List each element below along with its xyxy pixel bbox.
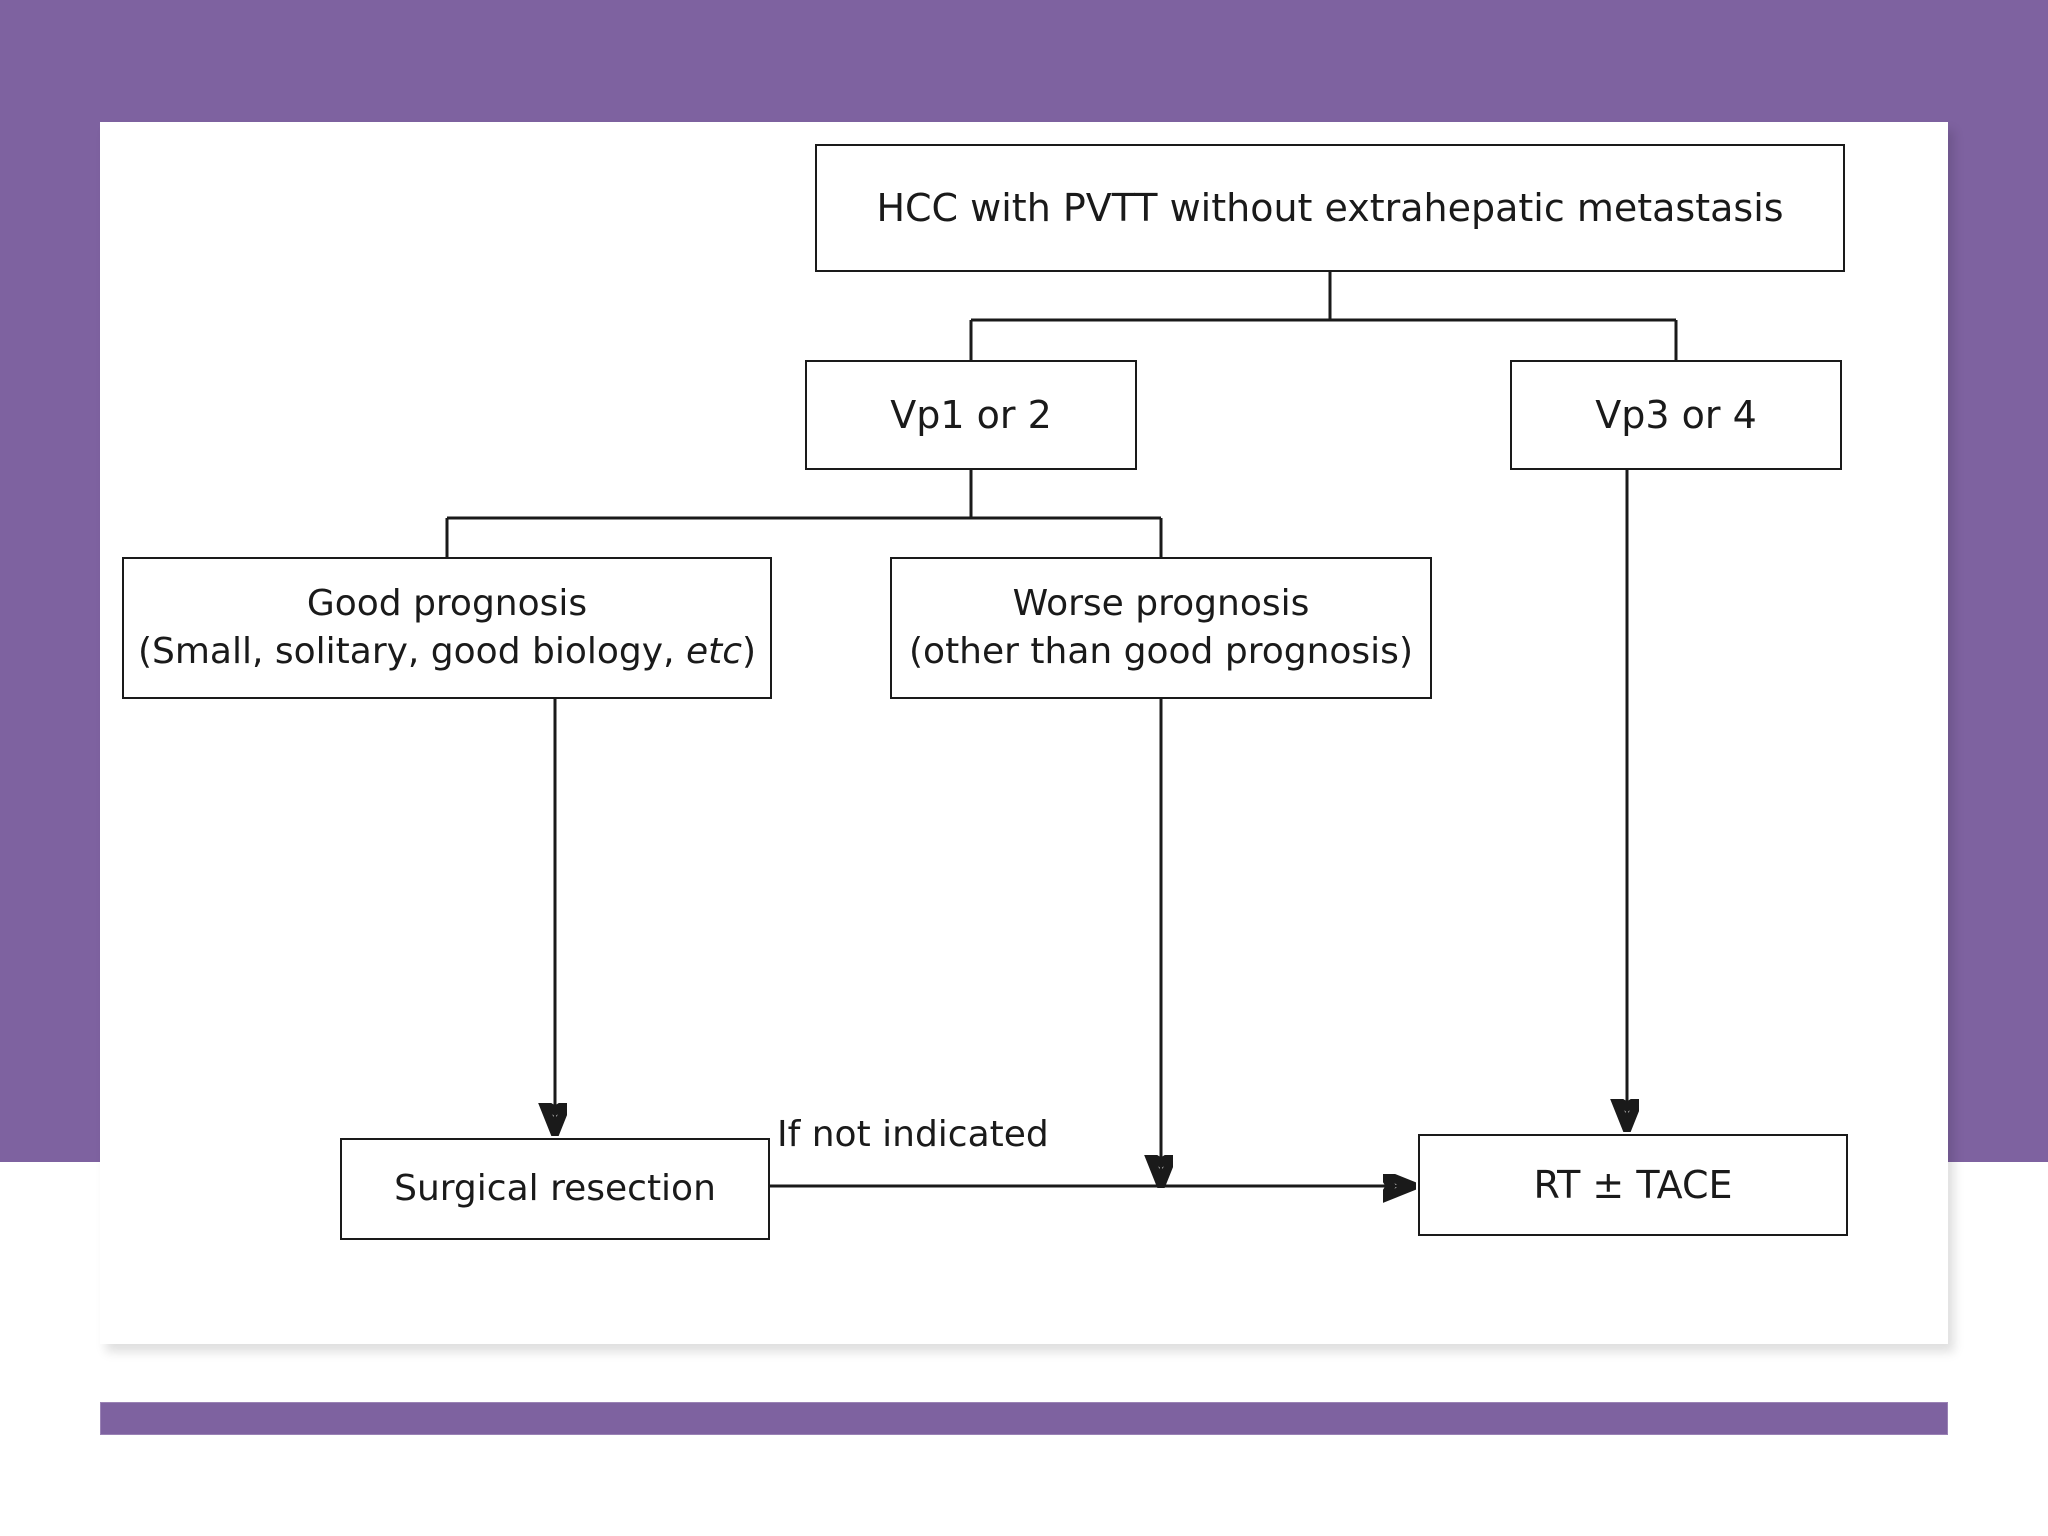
node-good-prognosis[interactable]: Good prognosis (Small, solitary, good bi… xyxy=(122,557,772,699)
flowchart-connectors xyxy=(445,272,1678,1344)
node-worse-prognosis-line1: Worse prognosis xyxy=(1012,582,1310,624)
node-surgical-resection-label: Surgical resection xyxy=(394,1167,716,1209)
node-rt-tace-label: RT ± TACE xyxy=(1533,1162,1733,1207)
good-prognosis-line2-italic: etc xyxy=(685,631,743,672)
node-worse-prognosis[interactable]: Worse prognosis (other than good prognos… xyxy=(890,557,1432,699)
flowchart: HCC with PVTT without extrahepatic metas… xyxy=(100,122,1948,1344)
node-hcc-pvtt-label: HCC with PVTT without extrahepatic metas… xyxy=(876,185,1784,230)
node-vp1-or-2-label: Vp1 or 2 xyxy=(890,392,1052,437)
good-prognosis-line2-prefix: (Small, solitary, good biology, xyxy=(137,631,686,672)
edge-label-if-not-indicated: If not indicated xyxy=(777,1114,1049,1155)
node-vp1-or-2[interactable]: Vp1 or 2 xyxy=(805,360,1137,470)
node-good-prognosis-line2: (Small, solitary, good biology, etc) xyxy=(138,628,756,676)
node-vp3-or-4-label: Vp3 or 4 xyxy=(1595,392,1757,437)
node-hcc-pvtt[interactable]: HCC with PVTT without extrahepatic metas… xyxy=(815,144,1845,272)
node-rt-tace[interactable]: RT ± TACE xyxy=(1418,1134,1848,1236)
node-vp3-or-4[interactable]: Vp3 or 4 xyxy=(1510,360,1842,470)
node-worse-prognosis-line2: (other than good prognosis) xyxy=(909,631,1413,672)
good-prognosis-line2-suffix: ) xyxy=(742,631,757,672)
node-surgical-resection[interactable]: Surgical resection xyxy=(340,1138,770,1240)
node-good-prognosis-line1: Good prognosis xyxy=(306,582,588,624)
purple-bottom-bar xyxy=(100,1402,1948,1435)
